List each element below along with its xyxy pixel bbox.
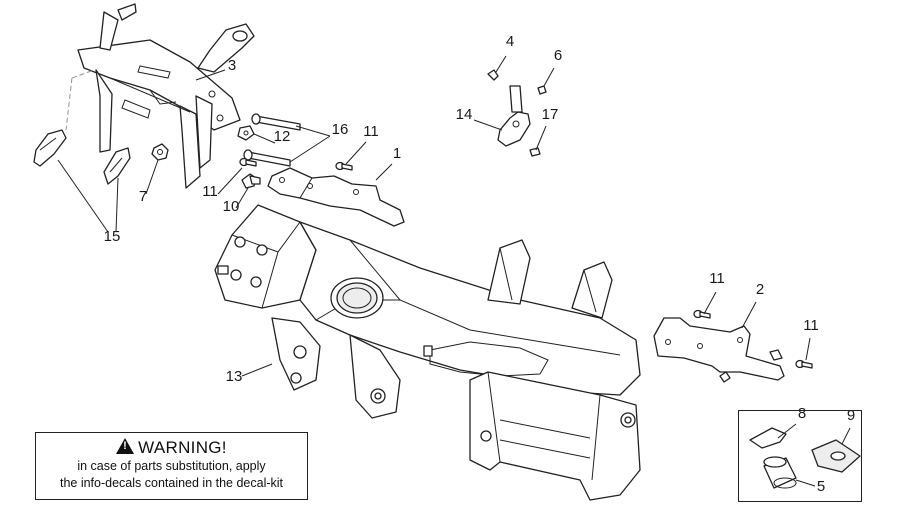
warning-box: WARNING! in case of parts substitution, … [35,432,308,500]
callout-11: 11 [202,183,218,200]
callout-11: 11 [363,123,379,140]
warning-title-text: WARNING! [138,438,227,457]
callout-1: 1 [393,145,401,162]
callout-4: 4 [506,33,514,50]
callout-14: 14 [456,106,473,123]
warning-heading: WARNING! [36,438,307,458]
callout-16: 16 [332,121,349,138]
fairing-bracket [65,3,255,189]
rubber-straps [33,129,131,185]
screw-11-left [239,157,257,167]
main-frame [214,204,641,501]
screw-11-right-b [795,359,813,369]
callout-3: 3 [228,57,236,74]
callout-11: 11 [803,317,819,334]
callout-5: 5 [817,478,825,495]
parts-4-6-14-17 [487,69,547,157]
decal-kit-box [738,410,862,502]
callout-9: 9 [847,407,855,424]
callout-10: 10 [223,198,240,215]
screw-10 [241,173,261,189]
screw-11-right-a [693,309,711,319]
plate-bracket-2 [653,317,785,383]
callout-6: 6 [554,47,562,64]
callout-2: 2 [756,281,764,298]
callout-13: 13 [226,368,243,385]
callout-12: 12 [274,128,291,145]
plate-bracket-1 [267,167,405,227]
screw-11-top [335,161,353,171]
callout-17: 17 [542,106,559,123]
callout-11: 11 [709,270,725,287]
leader-lines [57,55,851,487]
warning-line-2: the info-decals contained in the decal-k… [59,476,284,490]
spacer-12 [237,125,255,141]
callout-8: 8 [798,405,806,422]
warning-triangle-icon [116,438,135,454]
kit-parts [749,427,861,489]
bolts-16 [243,113,301,167]
warning-line-1: in case of parts substitution, apply [77,459,266,473]
callout-7: 7 [139,188,147,205]
nut-7 [151,143,169,161]
callout-15: 15 [104,228,121,245]
